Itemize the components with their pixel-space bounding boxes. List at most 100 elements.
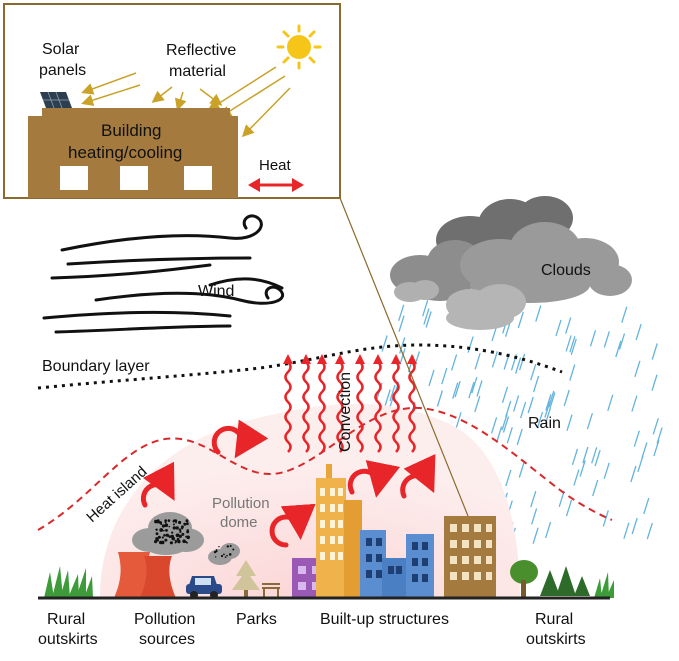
rain-streak: [548, 390, 555, 408]
solar-panels-label-1: Solar: [42, 41, 80, 58]
pollution-dome-label-1: Pollution: [212, 495, 270, 512]
rain-label: Rain: [528, 415, 561, 432]
pollution-particle: [229, 545, 232, 547]
rain-streak: [603, 331, 610, 348]
rain-streak: [490, 417, 498, 434]
rain-streak: [579, 460, 586, 477]
rain-streak: [536, 411, 544, 429]
pollution-particle: [175, 526, 179, 530]
pollution-particle: [156, 520, 160, 524]
rain-streak: [441, 367, 448, 385]
rain-streak: [495, 426, 503, 443]
rain-streak: [656, 427, 663, 444]
rain-streak: [535, 305, 542, 322]
grass-left: [44, 566, 93, 598]
pollution-particle: [224, 556, 227, 558]
sun-rays: [81, 66, 291, 138]
rain-streak: [565, 335, 572, 352]
building-label-2: heating/cooling: [68, 143, 182, 162]
rain-streak: [623, 522, 630, 539]
pollution-particle: [169, 541, 173, 545]
park-tree-icon: [232, 560, 260, 598]
rain-streak: [549, 392, 556, 409]
rain-streak: [518, 461, 525, 478]
rain-streak: [505, 469, 512, 487]
pollution-particle: [186, 530, 190, 534]
rain-streak: [641, 442, 648, 459]
heat-island-boundary: [37, 406, 613, 531]
pollution-dome-label-2: dome: [220, 514, 258, 531]
pollution-particle: [177, 539, 181, 544]
rain-streak: [631, 517, 638, 535]
convection-wave: [374, 361, 382, 453]
rain-streak: [505, 400, 512, 418]
grass-right: [594, 572, 614, 598]
pollution-particle: [154, 540, 158, 544]
pollution-particle: [160, 540, 165, 545]
rain-streak: [565, 317, 572, 334]
clouds-group: [390, 196, 632, 330]
pollution-particle: [163, 534, 166, 537]
rain-streak: [512, 395, 520, 412]
pollution-source-plant: [114, 552, 176, 598]
rain-streak: [615, 340, 622, 358]
inset-connector-left: [339, 197, 469, 517]
rain-streak: [643, 497, 650, 515]
rain-streak: [455, 412, 462, 429]
rain-streak: [450, 354, 458, 371]
pollution-particle: [172, 526, 176, 530]
rain-streak: [384, 389, 391, 406]
rain-streak: [517, 311, 524, 329]
rain-streak: [573, 469, 580, 486]
pollution-particle: [178, 528, 182, 531]
pollution-particle: [180, 525, 184, 529]
rain-streak: [422, 300, 429, 317]
built-up-structures-label: Built-up structures: [320, 611, 449, 628]
trees-right: [510, 560, 590, 598]
rain-streak: [474, 395, 481, 413]
rain-streak: [530, 490, 537, 508]
convection-wave: [318, 361, 326, 453]
wind-label: Wind: [198, 283, 234, 300]
built-up-buildings: [292, 464, 496, 598]
ground-labels: Rural outskirts Pollution sources Parks …: [38, 611, 586, 648]
rain-streak: [618, 333, 626, 350]
rain-streak: [586, 413, 594, 430]
convection-arrows: [283, 354, 417, 453]
rain-streak: [389, 384, 396, 402]
heat-double-arrow: [248, 178, 304, 192]
inset-building-windows: [60, 166, 212, 190]
pollution-particle: [174, 519, 178, 523]
pollution-particle: [215, 556, 217, 558]
pollution-particle: [155, 532, 159, 536]
building-inset: Solar panels Reflective material Buildin…: [3, 3, 341, 199]
pollution-particle: [165, 529, 168, 532]
pollution-particle: [187, 536, 190, 539]
rain-streak: [399, 348, 406, 365]
rain-streak: [398, 315, 405, 332]
pollution-particle: [155, 528, 158, 531]
reflective-label-2: material: [169, 63, 226, 80]
rain-streak: [476, 380, 483, 397]
rain-streak: [652, 418, 659, 435]
pollution-particles: [154, 519, 235, 558]
pollution-particle: [154, 519, 158, 524]
convection-arrowhead: [301, 354, 311, 364]
pollution-particle: [159, 528, 164, 532]
rain-streak: [563, 389, 570, 407]
rain-streak: [602, 510, 609, 527]
rain-streak: [570, 338, 577, 355]
pollution-particle: [215, 550, 218, 553]
rural-outskirts-left-label-1: Rural: [47, 611, 85, 628]
boundary-layer-label: Boundary layer: [42, 358, 150, 375]
rain-streak: [544, 521, 552, 539]
rain-streak: [468, 382, 475, 399]
building-label-1: Building: [101, 121, 162, 140]
rain-streak: [653, 439, 660, 457]
pollution-particle: [178, 534, 182, 539]
rain-streak: [516, 428, 523, 446]
pollution-particle: [163, 529, 165, 532]
pollution-particle: [171, 531, 174, 534]
convection-arrowhead: [283, 354, 293, 364]
sun-icon: [276, 24, 322, 70]
